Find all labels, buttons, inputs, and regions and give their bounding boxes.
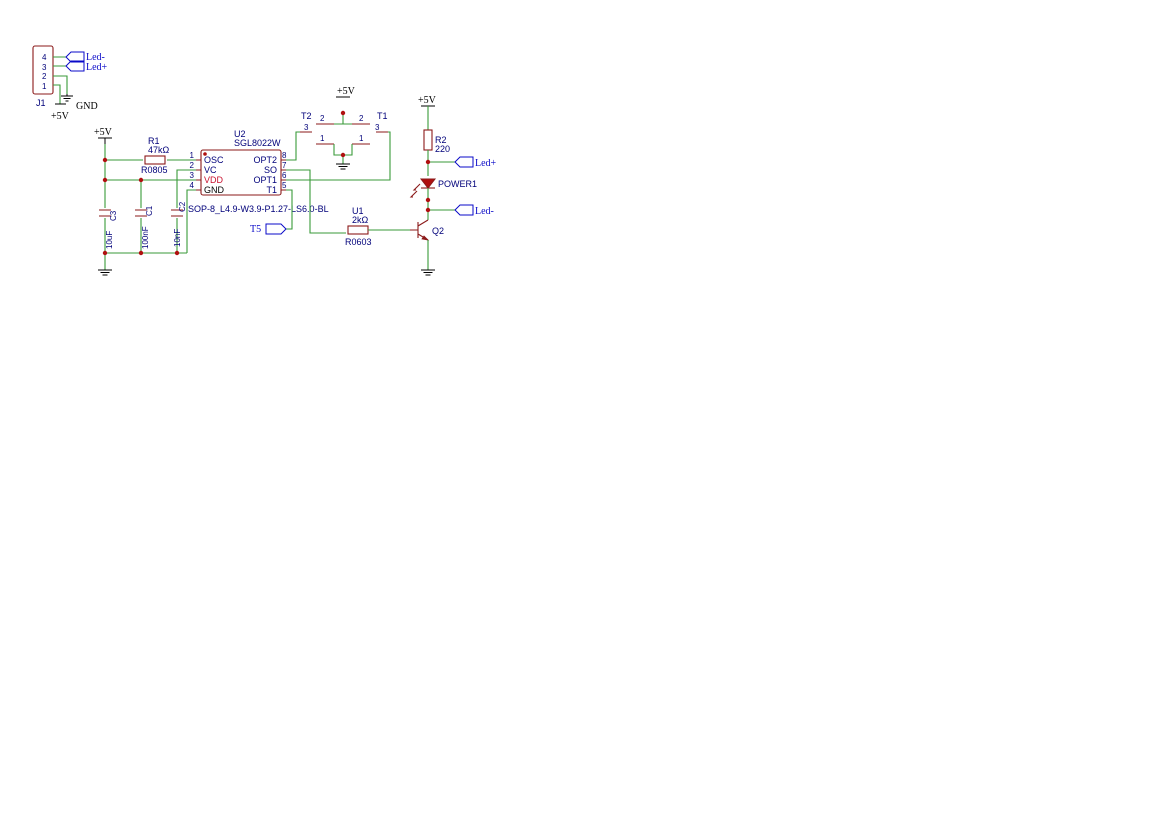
u2-pin6-num: 6 xyxy=(282,171,287,180)
u2-pin8-name: OPT2 xyxy=(253,155,277,165)
capacitor-c3[interactable] xyxy=(99,209,111,217)
j1-pin-3: 3 xyxy=(42,63,47,72)
label-led-plus-right: Led+ xyxy=(475,158,497,169)
u2-pin3-name: VDD xyxy=(204,175,224,185)
resistor-r2[interactable] xyxy=(423,129,433,151)
net-port-led-plus-right xyxy=(454,156,474,168)
net-port-t5 xyxy=(265,223,287,235)
gnd-right-icon xyxy=(421,269,435,276)
u2-pin8-num: 8 xyxy=(282,151,287,160)
j1-label-led-minus: Led- xyxy=(86,52,105,63)
led-ref: POWER1 xyxy=(438,179,477,189)
t2-pin-3: 3 xyxy=(304,123,309,132)
r1-footprint: R0805 xyxy=(141,165,168,175)
touch-pad-t2[interactable] xyxy=(300,123,334,145)
j1-ground-icon xyxy=(61,94,73,102)
c2-ref: C2 xyxy=(178,201,187,212)
u2-pin1-name: OSC xyxy=(204,155,224,165)
u2-pin4-num: 4 xyxy=(190,181,195,190)
ic-u2[interactable] xyxy=(196,149,286,196)
net-port-led-minus-right xyxy=(454,204,474,216)
label-led-minus-right: Led- xyxy=(475,206,494,217)
u2-ref: U2 xyxy=(234,129,246,139)
t1-pin-1: 1 xyxy=(359,134,364,143)
t5-label: T5 xyxy=(250,224,261,235)
vcc-label-right: +5V xyxy=(418,95,437,106)
r2-value: 220 xyxy=(435,144,450,154)
c3-value: 10uF xyxy=(105,231,114,249)
c2-value: 10nF xyxy=(173,229,182,247)
r2-ref: R2 xyxy=(435,135,447,145)
capacitor-c1[interactable] xyxy=(135,209,147,217)
t1-ref: T1 xyxy=(377,111,388,121)
u2-value: SGL8022W xyxy=(234,138,281,148)
u2-pin5-num: 5 xyxy=(282,181,287,190)
r1-ref: R1 xyxy=(148,136,160,146)
connector-j1[interactable]: 4 3 2 1 J1 xyxy=(32,45,54,108)
u2-pin3-num: 3 xyxy=(190,171,195,180)
led-emission-icon xyxy=(409,183,421,198)
q2-ref: Q2 xyxy=(432,226,444,236)
vcc-left-icon xyxy=(98,137,112,144)
u1-footprint: R0603 xyxy=(345,237,372,247)
u2-pin2-num: 2 xyxy=(190,161,195,170)
resistor-r1[interactable] xyxy=(144,155,166,165)
u1-ref: U1 xyxy=(352,206,364,216)
u2-pin4-name: GND xyxy=(204,185,225,195)
j1-pin-4: 4 xyxy=(42,53,47,62)
c1-value: 100nF xyxy=(141,226,150,249)
u2-pin2-name: VC xyxy=(204,165,217,175)
vcc-label-top: +5V xyxy=(337,86,356,97)
u2-pin5-name: T1 xyxy=(266,185,277,195)
u2-footprint: SOP-8_L4.9-W3.9-P1.27-LS6.0-BL xyxy=(188,204,329,214)
resistor-u1[interactable] xyxy=(347,225,369,235)
c1-ref: C1 xyxy=(145,205,154,216)
r1-value: 47kΩ xyxy=(148,145,170,155)
transistor-q2[interactable] xyxy=(410,219,430,241)
j1-pwr-label: +5V xyxy=(51,111,70,122)
u2-pin7-name: SO xyxy=(264,165,277,175)
u2-pin7-num: 7 xyxy=(282,161,287,170)
t2-pin-1: 1 xyxy=(320,134,325,143)
t1-pin-2: 2 xyxy=(359,114,364,123)
j1-pin-1: 1 xyxy=(42,82,47,91)
c3-ref: C3 xyxy=(109,210,118,221)
t1-pin-3: 3 xyxy=(375,123,380,132)
t2-ref: T2 xyxy=(301,111,312,121)
gnd-left-icon xyxy=(98,269,112,276)
net-port-led-plus xyxy=(65,60,85,72)
j1-pin-2: 2 xyxy=(42,72,47,81)
u2-pin6-name: OPT1 xyxy=(253,175,277,185)
j1-ref: J1 xyxy=(36,98,46,108)
j1-label-led-plus: Led+ xyxy=(86,62,108,73)
j1-gnd-label: GND xyxy=(76,101,98,112)
gnd-touch-icon xyxy=(336,163,350,170)
led-power1[interactable] xyxy=(409,178,437,198)
capacitor-c2[interactable] xyxy=(171,209,183,217)
t2-pin-2: 2 xyxy=(320,114,325,123)
u1-value: 2kΩ xyxy=(352,215,369,225)
vcc-label-left: +5V xyxy=(94,127,113,138)
u2-pin1-num: 1 xyxy=(190,151,195,160)
touch-pad-t1[interactable] xyxy=(352,123,388,145)
